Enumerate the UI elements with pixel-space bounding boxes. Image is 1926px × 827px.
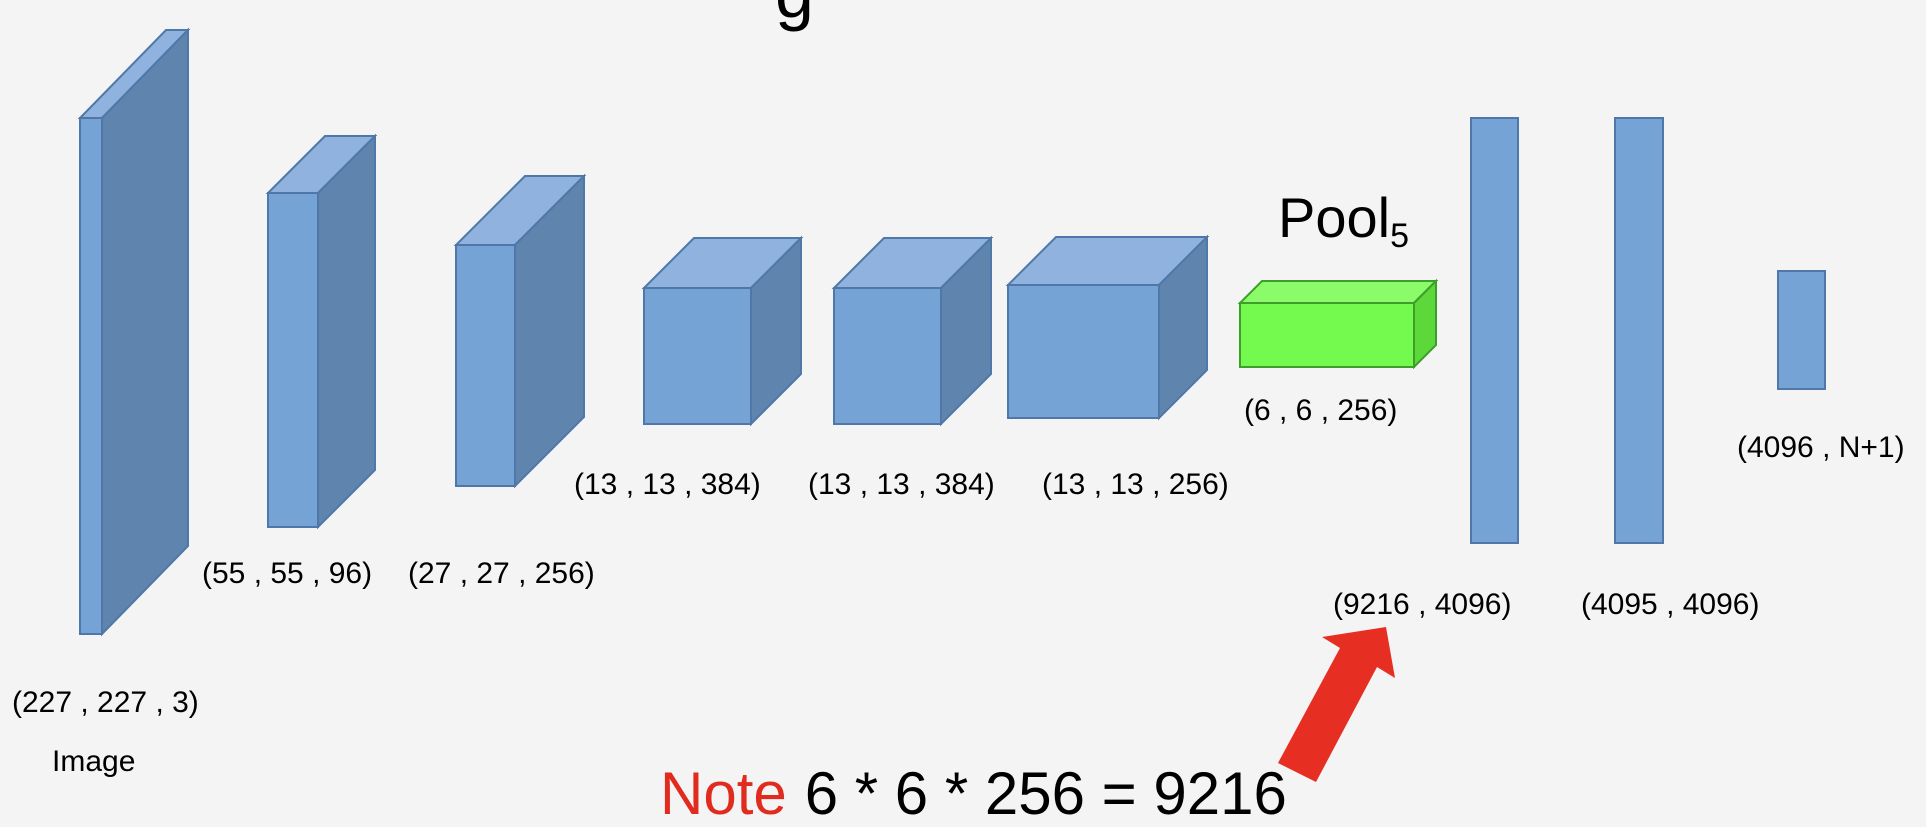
shape-label-pool5: (6 , 6 , 256) xyxy=(1244,394,1398,427)
caption-image: Image xyxy=(52,745,136,778)
title-fragment: g xyxy=(775,0,814,28)
shape-label-conv3: (13 , 13 , 384) xyxy=(574,468,761,501)
block-input-image xyxy=(77,27,191,637)
shape-label-fc6: (9216 , 4096) xyxy=(1333,588,1512,621)
block-pool5 xyxy=(1237,278,1439,370)
arrow-icon xyxy=(1278,627,1395,782)
pool5-title: Pool5 xyxy=(1278,190,1410,255)
block-conv4 xyxy=(831,235,994,427)
block-conv5 xyxy=(1005,234,1210,421)
shape-label-input-image: (227 , 227 , 3) xyxy=(12,686,199,719)
note-text: 6 * 6 * 256 = 9216 xyxy=(804,760,1287,827)
block-conv1 xyxy=(265,133,378,530)
shape-label-conv4: (13 , 13 , 384) xyxy=(808,468,995,501)
shape-label-conv1: (55 , 55 , 96) xyxy=(202,557,373,590)
shape-label-conv2: (27 , 27 , 256) xyxy=(408,557,595,590)
shape-label-conv5: (13 , 13 , 256) xyxy=(1042,468,1229,501)
shape-label-fc8: (4096 , N+1) xyxy=(1737,431,1905,464)
block-conv3 xyxy=(641,235,804,427)
pool-title-text: Pool xyxy=(1278,186,1391,249)
block-fc6 xyxy=(1470,117,1519,544)
note-label: Note xyxy=(660,760,787,827)
pool-title-subscript: 5 xyxy=(1390,217,1410,255)
block-fc8 xyxy=(1777,270,1826,390)
block-fc7 xyxy=(1614,117,1664,544)
architecture-diagram xyxy=(77,27,1826,782)
shape-label-fc7: (4095 , 4096) xyxy=(1581,588,1760,621)
block-conv2 xyxy=(453,173,587,489)
